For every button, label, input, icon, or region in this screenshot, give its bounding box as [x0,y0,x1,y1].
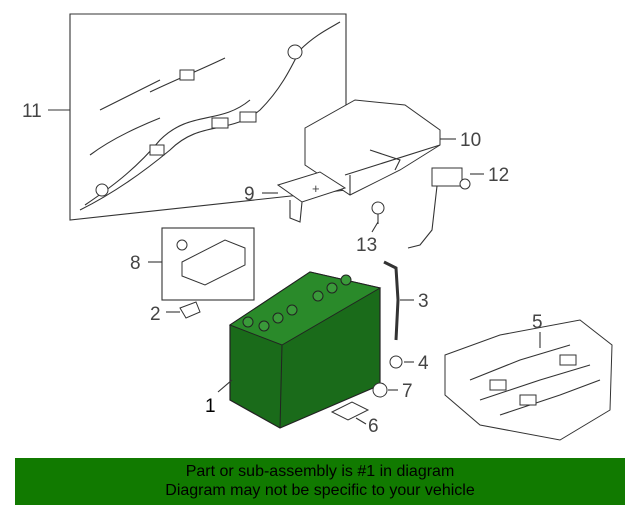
callout-9: 9 [244,184,255,205]
bracket-tab [289,200,303,223]
callout-7: 7 [402,381,413,402]
battery-cell-cap-1 [258,320,270,332]
shield-slot-2 [519,394,537,406]
harness-clip-3 [239,111,257,123]
parts-diagram: 11 10 + 9 12 13 8 [22,13,613,441]
bracket-group: + 9 [244,171,347,223]
hold-down-rod [383,260,400,341]
underbody-shield-ribs [469,344,601,416]
wiring-harness-group: 11 [22,13,347,221]
callout-leader-1 [217,379,233,393]
shield-slot-1 [489,379,507,391]
callout-11: 11 [22,101,42,122]
battery-tray-group: 10 [304,99,481,196]
fuse-module-group: 8 [130,227,255,301]
flange-nut [372,382,388,398]
battery-cell-cap-2 [272,312,284,324]
terminal-cap-group: 2 [150,301,201,325]
nut-group: 4 [389,353,429,374]
banner-line-1: Part or sub-assembly is #1 in diagram [185,463,455,480]
battery-cell-cap-5 [326,282,338,294]
terminal-cable-group: 12 [407,165,509,249]
callout-5: 5 [532,312,543,333]
callout-4: 4 [418,353,429,374]
callout-12: 12 [488,165,509,186]
fuse-module-frame [161,227,255,301]
bracket-plate [276,171,347,203]
flange-nut-group: 7 [372,381,413,402]
terminal-connector [431,167,463,187]
battery-tray-detail [344,144,441,195]
callout-10: 10 [460,130,481,151]
terminal-nut [459,178,471,190]
bolt-group: 13 [356,201,385,256]
callout-13: 13 [356,235,377,256]
callout-8: 8 [130,253,141,274]
callout-1: 1 [205,396,216,417]
callout-6: 6 [368,416,379,437]
battery-group: 1 [205,271,382,429]
battery-cell-cap-4 [312,290,324,302]
hold-down-rod-group: 3 [383,260,429,341]
callout-3: 3 [418,291,429,312]
callout-leader-13 [371,221,379,233]
fuse-module [181,239,246,286]
harness-terminal [95,183,109,197]
underbody-shield-group: 5 [444,312,613,441]
harness-clip-2 [211,117,229,129]
shield-slot-3 [559,354,577,366]
battery-cell-cap-3 [286,304,298,316]
underbody-shield [444,319,613,441]
nut [389,355,403,369]
battery-edge [279,344,283,429]
callout-2: 2 [150,304,161,325]
battery-terminal-2 [340,274,352,286]
bolt-head [371,201,385,215]
battery-terminal-1 [242,316,254,328]
info-banner: Part or sub-assembly is #1 in diagram Di… [15,458,625,505]
callout-leader-6 [355,417,367,425]
harness-grommet [287,44,303,60]
fuse-module-nut [176,239,188,251]
clamp-group: 6 [330,401,379,437]
terminal-cable [407,185,438,249]
bracket-plus-symbol: + [312,181,320,196]
harness-branch-upper [99,79,161,111]
harness-clip-1 [179,69,195,81]
harness-branch-middle [89,117,161,156]
banner-line-2: Diagram may not be specific to your vehi… [165,482,475,499]
harness-clip-4 [149,144,165,156]
clamp [330,401,370,421]
terminal-cap [179,301,201,319]
